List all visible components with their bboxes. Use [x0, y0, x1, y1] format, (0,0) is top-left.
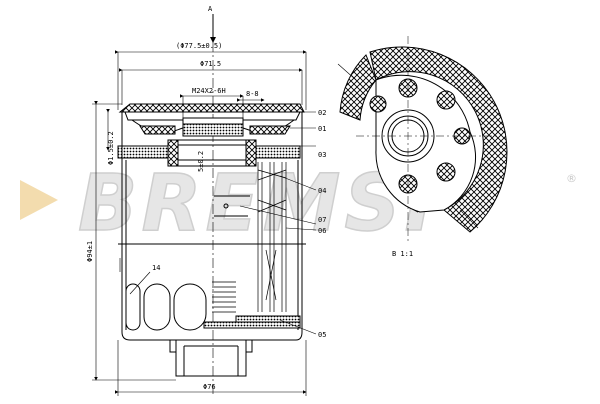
pos-14-label: 14	[152, 264, 160, 272]
dim-thread: M24X2-6H	[192, 87, 226, 95]
part-label-04: 04	[318, 187, 326, 195]
dim-left-small: Φ1.5±0.2	[107, 131, 115, 165]
section-b-label: B 1:1	[392, 250, 413, 258]
watermark-text: BREMSI	[78, 159, 438, 249]
watermark-arrow-icon	[20, 180, 58, 220]
part-callouts: 02 01 03 04 07 06 05	[239, 109, 326, 339]
dim-inner: Φ71.5	[200, 60, 221, 68]
filter-pleats	[257, 162, 287, 312]
dim-height: Φ94±1	[86, 241, 94, 262]
watermark: BREMSI ®	[20, 158, 577, 250]
part-label-03: 03	[318, 151, 326, 159]
watermark-registered: ®	[566, 172, 577, 185]
part-label-01: 01	[318, 125, 326, 133]
part-label-07: 07	[318, 216, 326, 224]
part-label-02: 02	[318, 109, 326, 117]
part-label-06: 06	[318, 227, 326, 235]
section-b-view: B 1:1	[337, 36, 508, 258]
main-section-view: A (Φ77.5±0.5) Φ71.5 M24X2-6H 8-8	[86, 5, 307, 396]
part-label-05: 05	[318, 331, 326, 339]
dim-outer-seal: (Φ77.5±0.5)	[176, 42, 222, 50]
dim-height-small: 5±0.2	[197, 151, 205, 172]
dim-8-8: 8-8	[246, 90, 259, 98]
dim-bottom: Φ76	[203, 383, 216, 391]
view-a-label: A	[208, 5, 213, 13]
spring	[212, 281, 236, 313]
